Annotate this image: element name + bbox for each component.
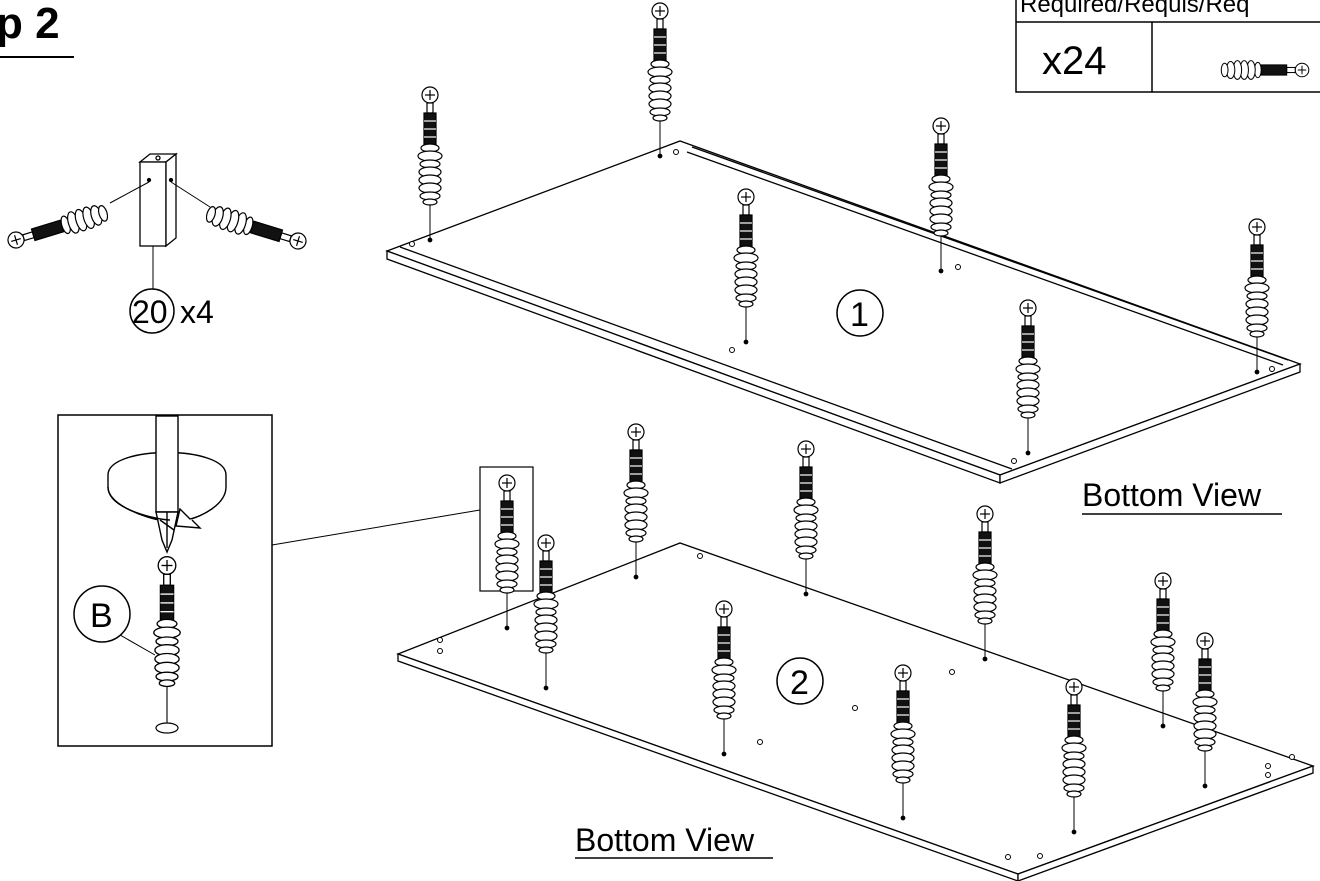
cam-bolt-icon — [203, 202, 310, 255]
panel-number: 2 — [790, 664, 809, 702]
screwdriver-icon — [155, 415, 179, 554]
cam-bolt-icon — [4, 201, 111, 254]
part-number: 20 — [132, 294, 168, 330]
cam-bolt-icon — [972, 505, 998, 662]
cam-bolt-icon — [623, 423, 649, 580]
panel-number-circle — [776, 657, 824, 705]
step-title: p 2 — [0, 0, 60, 48]
drill-hole — [155, 722, 179, 734]
panel-view-label: Bottom View — [575, 822, 755, 858]
part-letter-circle — [73, 585, 131, 643]
post-assembly: 20 x4 — [4, 152, 310, 334]
cam-bolt-icon — [1150, 572, 1176, 729]
step-header: p 2 — [0, 0, 74, 58]
part-letter: B — [90, 597, 113, 635]
wooden-post — [138, 152, 178, 248]
cam-bolt-icon — [417, 86, 443, 243]
hardware-table-header: Required/Requis/Req — [1020, 0, 1249, 18]
part-quantity: x4 — [180, 294, 214, 330]
cam-bolt-icon — [494, 474, 520, 631]
hardware-quantity: x24 — [1042, 39, 1107, 83]
part-number-circle — [129, 288, 175, 334]
panel-2: 2 Bottom View — [396, 423, 1315, 881]
hardware-table: Required/Requis/Req x24 — [1015, 0, 1320, 93]
cam-bolt-icon — [647, 2, 673, 159]
panel-1: 1 Bottom View — [385, 2, 1302, 515]
cam-bolt-icon — [793, 440, 819, 597]
panel-number-circle — [836, 289, 884, 337]
detail-inset: B — [57, 414, 534, 747]
panel-number: 1 — [850, 296, 869, 334]
panel-view-label: Bottom View — [1082, 477, 1262, 513]
